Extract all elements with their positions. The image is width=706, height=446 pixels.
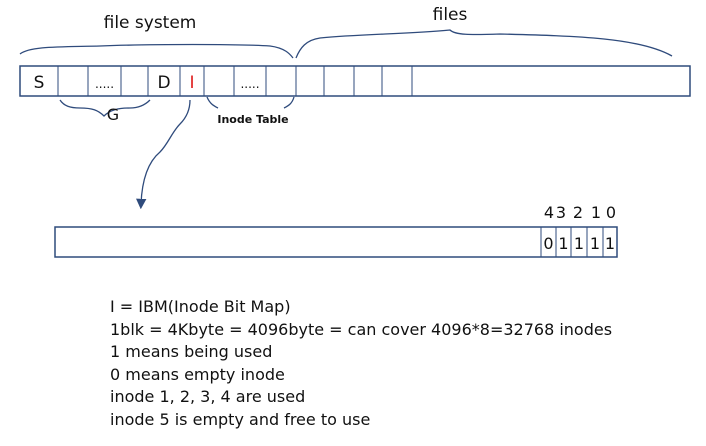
group-label: G xyxy=(107,105,119,124)
bitmap-index-label: 2 xyxy=(573,203,583,222)
inode-table-pointer-2 xyxy=(283,96,295,109)
inode-table-label: Inode Table xyxy=(217,113,288,126)
files-brace xyxy=(295,29,673,59)
note-line: inode 5 is empty and free to use xyxy=(110,409,371,429)
bitmap-arrow xyxy=(136,99,191,210)
bitmap-index-label: 4 xyxy=(544,203,554,222)
bitmap-bit-value: 1 xyxy=(574,234,584,253)
bitmap-index-label: 0 xyxy=(606,203,616,222)
inode-table-pointer xyxy=(206,96,219,109)
note-line: 1blk = 4Kbyte = 4096byte = can cover 409… xyxy=(110,319,613,339)
disk-block-label: ..... xyxy=(240,77,259,91)
note-line: 0 means empty inode xyxy=(110,364,285,384)
disk-block-label: I xyxy=(189,73,194,93)
disk-block-label: ..... xyxy=(95,77,114,91)
note-line: I = IBM(Inode Bit Map) xyxy=(110,297,291,316)
notes-list: I = IBM(Inode Bit Map) 1blk = 4Kbyte = 4… xyxy=(110,296,612,432)
files-label: files xyxy=(433,5,468,25)
bitmap-index-label: 3 xyxy=(556,203,566,222)
bitmap-bit-value: 1 xyxy=(590,234,600,253)
bitmap-bit-value: 0 xyxy=(543,234,553,253)
disk-block-label: D xyxy=(157,73,170,93)
file-system-label: file system xyxy=(104,13,197,33)
group-brace xyxy=(59,99,151,117)
bitmap-bit-value: 1 xyxy=(558,234,568,253)
note-line: inode 1, 2, 3, 4 are used xyxy=(110,387,306,407)
bitmap-index-label: 1 xyxy=(591,203,601,222)
disk-strip xyxy=(19,65,691,97)
bitmap-bit-value: 1 xyxy=(605,234,615,253)
disk-block-label: S xyxy=(34,73,45,93)
note-line: 1 means being used xyxy=(110,342,273,362)
bitmap-strip xyxy=(54,226,618,258)
file-system-brace xyxy=(19,43,294,59)
